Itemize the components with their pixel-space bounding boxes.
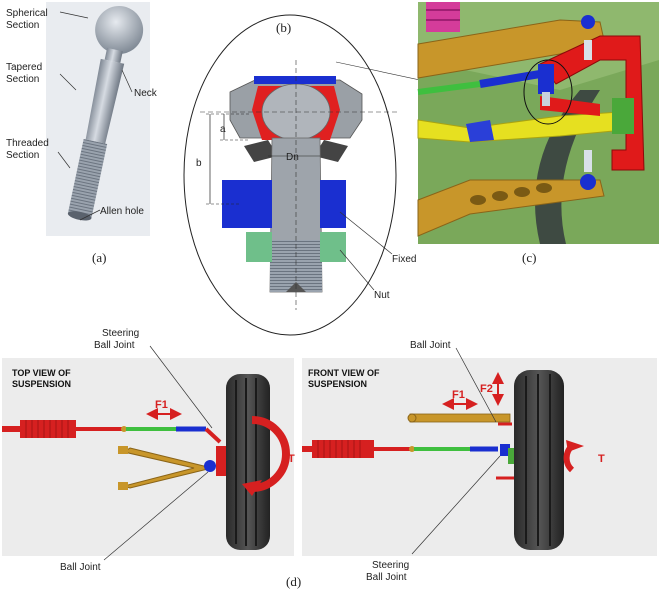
- caption-c: (c): [522, 250, 536, 265]
- label-allen-hole: Allen hole: [100, 206, 144, 217]
- ball-joint-top: [204, 460, 216, 472]
- threaded-section: [67, 139, 108, 219]
- caption-d: (d): [286, 574, 301, 589]
- label-threaded-2: Section: [6, 150, 39, 161]
- dim-a: a: [220, 124, 226, 135]
- allen-hole: [67, 211, 92, 221]
- dim-dn: Dn: [286, 152, 299, 163]
- top-f1-label: F1: [155, 399, 168, 411]
- ball-stud-render: [67, 6, 144, 221]
- label-spherical-2: Section: [6, 20, 39, 31]
- panel-c: (c): [417, 2, 659, 265]
- caption-b: (b): [276, 20, 291, 35]
- label-nut: Nut: [374, 290, 390, 301]
- lower-control-arm: [417, 179, 605, 237]
- knuckle-right: [320, 180, 346, 228]
- label-tapered-2: Section: [6, 74, 39, 85]
- top-view-title-1: TOP VIEW OF: [12, 368, 71, 378]
- panel-d-front-view: FRONT VIEW OF SUSPENSION T: [302, 340, 657, 583]
- nut-left: [246, 232, 272, 262]
- panel-b: (b) a b Dn Fix: [183, 14, 533, 336]
- top-view-title-2: SUSPENSION: [12, 379, 71, 389]
- neck-section: [104, 47, 123, 63]
- label-threaded-1: Threaded: [6, 138, 49, 149]
- front-steering-label-2: Ball Joint: [366, 572, 407, 583]
- steering-knuckle: [539, 35, 645, 171]
- socket-cap: [254, 76, 336, 84]
- tire-top: [226, 374, 270, 550]
- steering-rack-front: [312, 440, 374, 458]
- dim-b: b: [196, 158, 202, 169]
- label-fixed: Fixed: [392, 254, 416, 265]
- panel-a: Spherical Section Tapered Section Neck T…: [6, 2, 158, 265]
- top-torque-label: T: [288, 453, 295, 465]
- front-steering-label-1: Steering: [372, 560, 409, 571]
- spherical-section: [95, 6, 144, 55]
- label-spherical-1: Spherical: [6, 8, 48, 19]
- front-f1-label: F1: [452, 389, 465, 401]
- boot-left: [244, 140, 278, 162]
- tapered-section: [85, 58, 125, 144]
- label-tapered-1: Tapered: [6, 62, 42, 73]
- front-view-title-2: SUSPENSION: [308, 379, 367, 389]
- top-steering-label-2: Ball Joint: [94, 340, 135, 351]
- top-steering-label-1: Steering: [102, 328, 139, 339]
- coil-spring: [426, 2, 460, 32]
- front-torque-label: T: [598, 453, 605, 465]
- label-neck: Neck: [134, 88, 158, 99]
- front-f2-label: F2: [480, 383, 493, 395]
- boot-right: [314, 140, 348, 162]
- panel-d-top-view: TOP VIEW OF SUSPENSION T: [2, 328, 295, 573]
- ball-joint-highlight: [523, 59, 573, 125]
- nut-right: [320, 232, 346, 262]
- front-view-title-1: FRONT VIEW OF: [308, 368, 380, 378]
- front-ball-joint-label: Ball Joint: [410, 340, 451, 351]
- knuckle-left: [222, 180, 272, 228]
- caption-a: (a): [92, 250, 106, 265]
- section-ellipse: [183, 14, 397, 336]
- top-ball-joint-label: Ball Joint: [60, 562, 101, 573]
